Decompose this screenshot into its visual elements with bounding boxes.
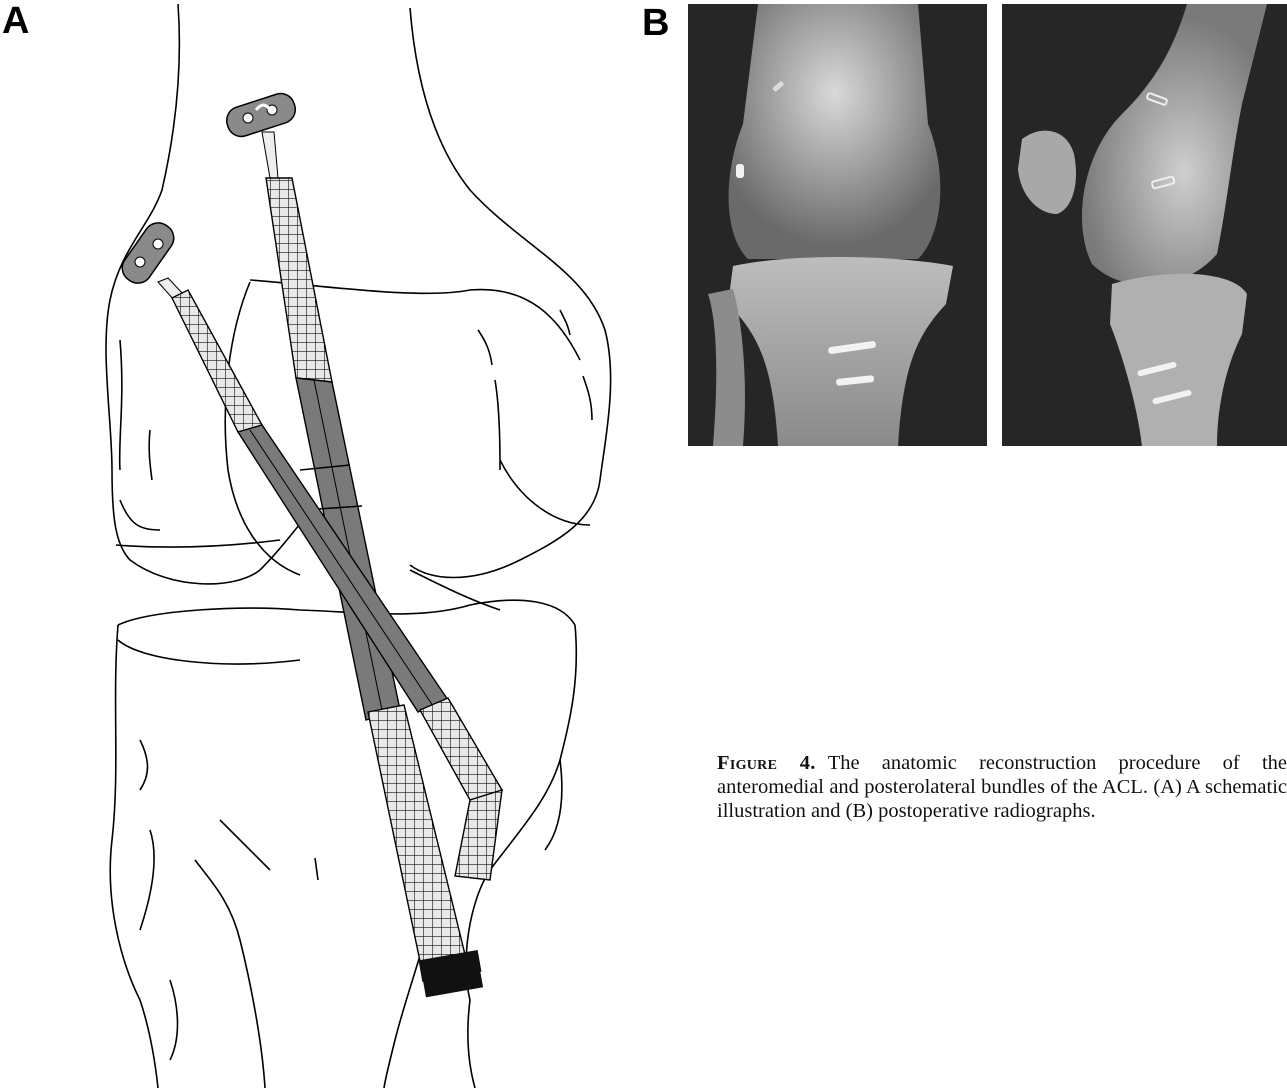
button-fixation-upper	[223, 90, 299, 140]
knee-schematic-illustration	[0, 0, 680, 1088]
tibia-outline	[110, 600, 576, 1088]
button-fixation-lower	[117, 217, 179, 288]
figure-caption-label: Figure 4.	[717, 752, 816, 774]
radiograph-lateral-view	[1002, 4, 1287, 446]
radiograph-ap-view	[688, 4, 987, 446]
figure-caption: Figure 4.The anatomic reconstruction pro…	[717, 751, 1287, 823]
